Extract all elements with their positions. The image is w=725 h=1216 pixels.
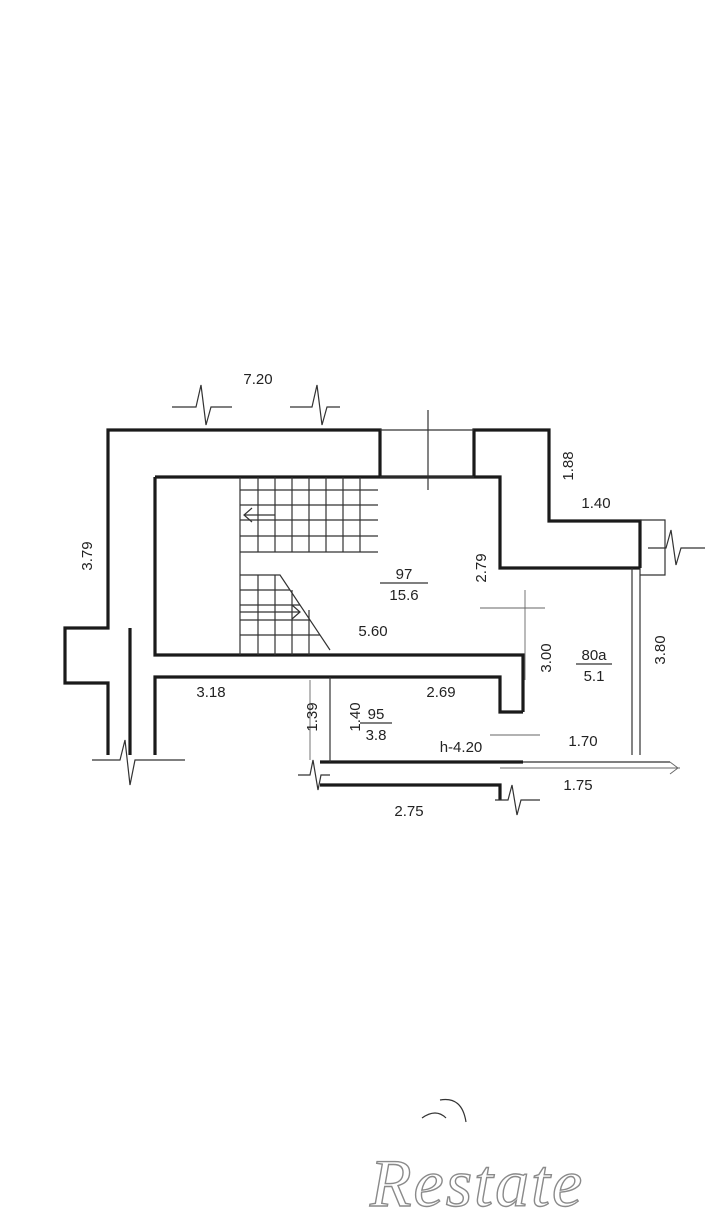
dim-top-width: 7.20 — [243, 371, 272, 388]
room-97-number: 97 — [396, 566, 413, 583]
dim-east-partition-height: 3.00 — [538, 643, 555, 672]
dim-stair-bottom-width: 5.60 — [358, 623, 387, 640]
room-95-area: 3.8 — [366, 727, 387, 744]
dim-bottom-right-width: 1.75 — [563, 777, 592, 794]
dim-right-step-width: 1.40 — [581, 495, 610, 512]
dim-small-room-left: 1.39 — [304, 702, 321, 731]
staircase — [239, 477, 378, 655]
dim-bottom-width: 2.75 — [394, 803, 423, 820]
watermark-text: Restate — [369, 1145, 584, 1216]
dim-right-step-height: 1.88 — [560, 451, 577, 480]
dim-east-room-width: 1.70 — [568, 733, 597, 750]
dim-small-room-width: 2.69 — [426, 684, 455, 701]
break-marks — [92, 384, 705, 816]
dim-corridor-width: 3.18 — [196, 684, 225, 701]
dim-stair-right-height: 2.79 — [473, 553, 490, 582]
room-97-area: 15.6 — [389, 587, 418, 604]
room-95-number: 95 — [368, 706, 385, 723]
dim-left-height: 3.79 — [79, 541, 96, 570]
dim-small-room-inner: 1.40 — [347, 702, 364, 731]
room-80a-number: 80a — [581, 647, 607, 664]
height-mark: h-4.20 — [440, 739, 483, 756]
room-80a-area: 5.1 — [584, 668, 605, 685]
restate-logo: Restate — [368, 1098, 584, 1216]
dim-east-room-height: 3.80 — [652, 635, 669, 664]
dimension-lines — [309, 590, 680, 775]
outer-walls — [63, 410, 670, 800]
